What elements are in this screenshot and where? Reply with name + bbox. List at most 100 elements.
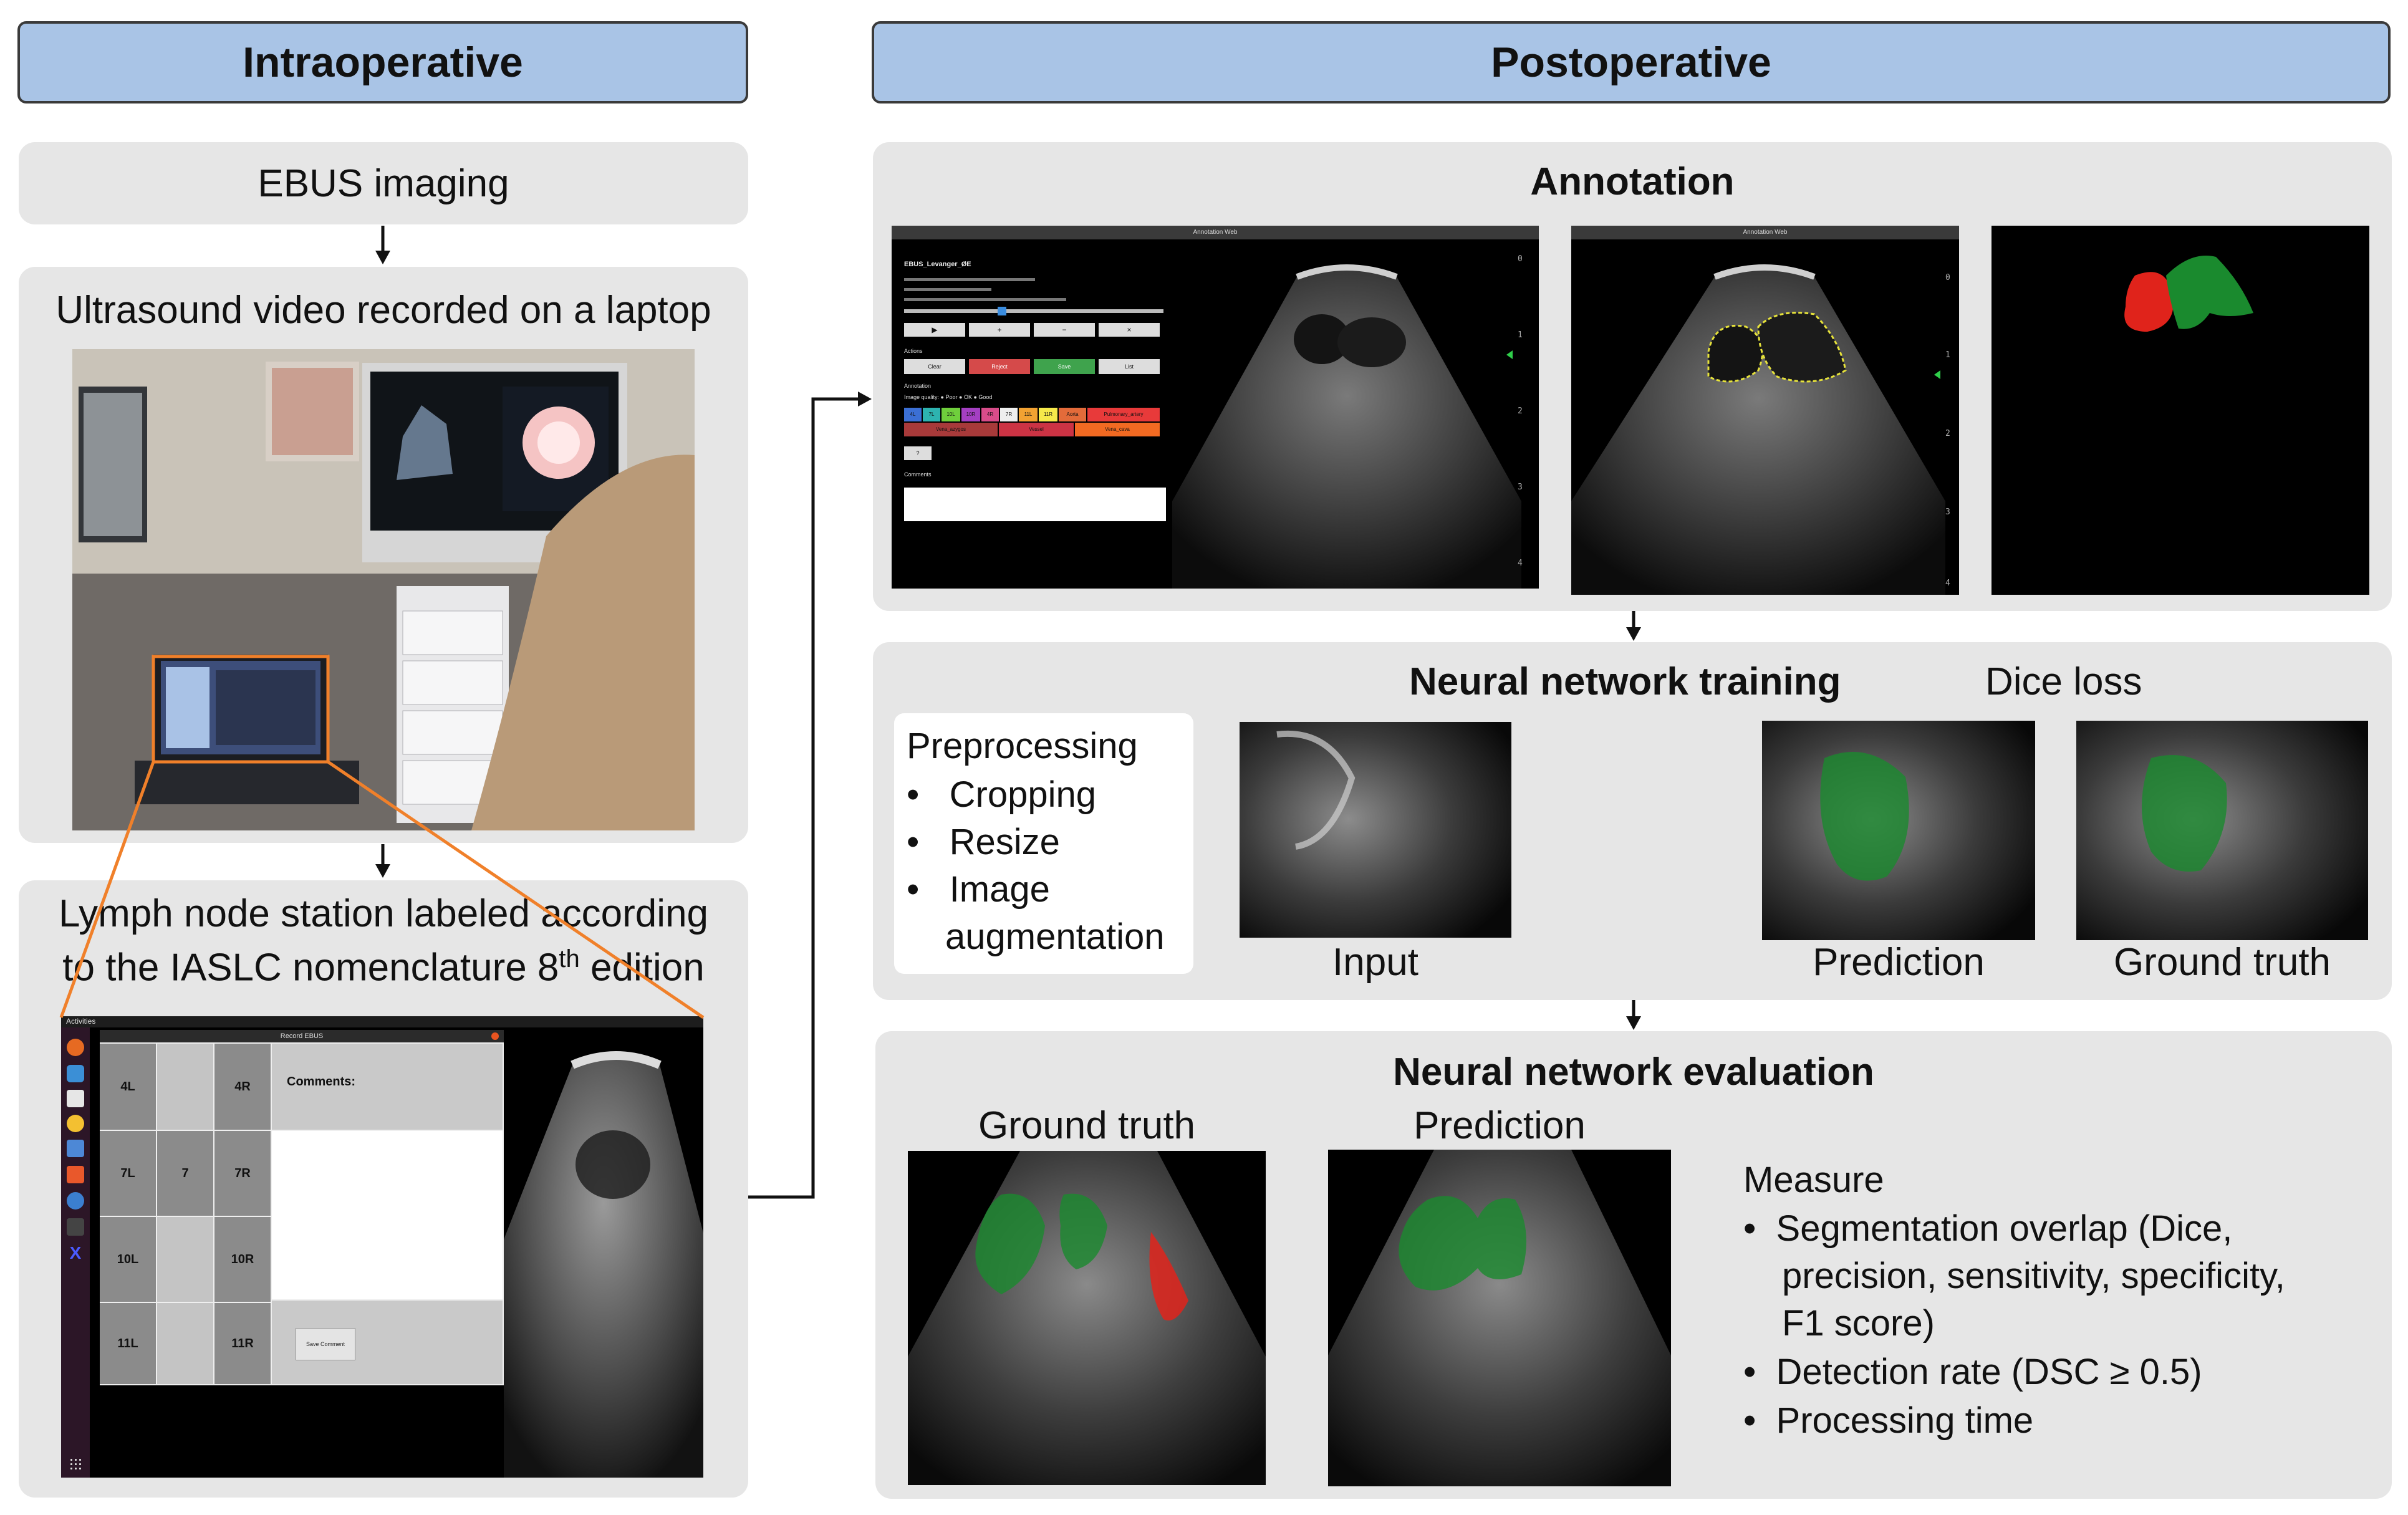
station-spacer-mid bbox=[157, 1217, 213, 1302]
station-label-4r: 4R bbox=[234, 1079, 251, 1094]
music-icon[interactable] bbox=[67, 1115, 84, 1132]
bullet: • bbox=[907, 774, 920, 815]
prev-button[interactable]: − bbox=[1034, 323, 1095, 337]
station-cell-4l[interactable]: 4L bbox=[100, 1044, 156, 1130]
comments-header: Comments: bbox=[272, 1044, 503, 1130]
save-comment-button[interactable]: Save Comment bbox=[296, 1328, 355, 1360]
actions-label: Actions bbox=[904, 348, 923, 354]
station-cell-7[interactable]: 7 bbox=[157, 1131, 213, 1216]
info-line-3 bbox=[904, 298, 1066, 301]
station-spacer-top bbox=[157, 1044, 213, 1130]
terminal-icon[interactable] bbox=[67, 1218, 84, 1236]
evaluation-ground-truth-image bbox=[908, 1151, 1266, 1485]
preprocessing-item-augmentation-text: Image bbox=[949, 869, 1050, 910]
comments-input[interactable] bbox=[904, 488, 1166, 521]
station-cell-11r[interactable]: 11R bbox=[214, 1303, 271, 1384]
preprocessing-item-resize-text: Resize bbox=[949, 822, 1060, 862]
software-icon[interactable] bbox=[67, 1166, 84, 1183]
class-button-vena-cava[interactable]: Vena_cava bbox=[1075, 423, 1160, 436]
class-button-11l[interactable]: 11L bbox=[1019, 408, 1038, 421]
reject-button[interactable]: Reject bbox=[969, 359, 1030, 374]
training-prediction-label: Prediction bbox=[1813, 941, 1985, 984]
class-label-11r: 11R bbox=[1043, 411, 1053, 417]
class-button-10l[interactable]: 10L bbox=[942, 408, 960, 421]
lymph-node-title-line2-sup: th bbox=[559, 945, 580, 973]
segmentation-mask bbox=[2124, 256, 2253, 332]
training-ground-truth-label: Ground truth bbox=[2113, 941, 2331, 984]
station-label-7r: 7R bbox=[234, 1166, 251, 1180]
frame-slider[interactable] bbox=[904, 309, 1163, 313]
frame-slider-handle[interactable] bbox=[998, 307, 1006, 315]
list-button[interactable]: List bbox=[1099, 359, 1160, 374]
save-button[interactable]: Save bbox=[1034, 359, 1095, 374]
app-grid-icon[interactable] bbox=[69, 1458, 82, 1470]
files-icon[interactable] bbox=[67, 1090, 84, 1107]
measure-item-detection-text: Detection rate (DSC ≥ 0.5) bbox=[1776, 1352, 2202, 1392]
class-button-pulmonary-artery[interactable]: Pulmonary_artery bbox=[1087, 408, 1160, 421]
class-button-aorta[interactable]: Aorta bbox=[1059, 408, 1086, 421]
station-cell-4r[interactable]: 4R bbox=[214, 1044, 271, 1130]
measure-item-overlap-text: Segmentation overlap (Dice, bbox=[1776, 1208, 2233, 1249]
station-cell-10r[interactable]: 10R bbox=[214, 1217, 271, 1302]
info-line-1 bbox=[904, 278, 1035, 281]
comments-textarea[interactable] bbox=[272, 1131, 503, 1299]
class-label-vena-cava: Vena_cava bbox=[1105, 426, 1130, 432]
training-ground-truth-ultrasound bbox=[2076, 721, 2368, 940]
evaluation-prediction-ultrasound bbox=[1328, 1150, 1671, 1486]
class-button-11r[interactable]: 11R bbox=[1039, 408, 1057, 421]
class-label-pulmonary-artery: Pulmonary_artery bbox=[1104, 411, 1144, 417]
class-button-4l[interactable]: 4L bbox=[904, 408, 922, 421]
station-cell-11l[interactable]: 11L bbox=[100, 1303, 156, 1384]
clear-button[interactable]: Clear bbox=[904, 359, 965, 374]
contour-depth-3: 3 bbox=[1945, 507, 1950, 517]
firefox-icon[interactable] bbox=[67, 1039, 84, 1056]
record-ebus-title: Record EBUS bbox=[280, 1032, 324, 1040]
station-cell-10l[interactable]: 10L bbox=[100, 1217, 156, 1302]
mail-icon[interactable] bbox=[67, 1065, 84, 1082]
help-button[interactable]: ? bbox=[904, 446, 932, 460]
class-button-7r[interactable]: 7R bbox=[1000, 408, 1018, 421]
help-icon[interactable] bbox=[67, 1192, 84, 1210]
class-button-10r[interactable]: 10R bbox=[961, 408, 980, 421]
play-button[interactable]: ▶ bbox=[904, 323, 965, 337]
bullet: • bbox=[1743, 1208, 1756, 1249]
x-app-icon[interactable]: X bbox=[67, 1244, 84, 1262]
class-button-7l[interactable]: 7L bbox=[923, 408, 940, 421]
preprocessing-item-augmentation-cont: augmentation bbox=[945, 916, 1165, 957]
station-label-11l: 11L bbox=[117, 1336, 138, 1350]
class-button-4r[interactable]: 4R bbox=[981, 408, 999, 421]
comments-label: Comments: bbox=[287, 1075, 356, 1089]
docs-icon[interactable] bbox=[67, 1140, 84, 1157]
measure-item-overlap-line3: F1 score) bbox=[1782, 1303, 1935, 1344]
next-button[interactable]: + bbox=[969, 323, 1030, 337]
quality-good-text: Good bbox=[978, 394, 993, 400]
save-label: Save bbox=[1057, 363, 1071, 370]
station-label-10l: 10L bbox=[117, 1252, 139, 1266]
annotation-web-title: Annotation Web bbox=[1193, 229, 1238, 236]
evaluation-ground-truth-ultrasound bbox=[908, 1151, 1266, 1485]
annotation-label: Annotation bbox=[904, 383, 932, 389]
annotation-web-screenshot: Annotation Web EBUS_Levanger_ØE ▶ + − × … bbox=[892, 226, 1539, 589]
quality-poor[interactable]: ● Poor bbox=[940, 394, 958, 400]
operating-room-photo bbox=[72, 349, 695, 830]
quality-ok[interactable]: ● OK bbox=[959, 394, 972, 400]
measure-item-overlap-line2: precision, sensitivity, specificity, bbox=[1782, 1256, 2285, 1296]
quality-ok-text: OK bbox=[963, 394, 972, 400]
stop-button[interactable]: × bbox=[1099, 323, 1160, 337]
preprocessing-item-resize: • Resize bbox=[907, 818, 1060, 866]
patient-name: EBUS_Levanger_ØE bbox=[904, 261, 971, 268]
class-button-vessel[interactable]: Vessel bbox=[999, 423, 1074, 436]
evaluation-title: Neural network evaluation bbox=[1393, 1051, 1874, 1094]
contour-image-title: Annotation Web bbox=[1743, 229, 1788, 236]
class-label-aorta: Aorta bbox=[1066, 411, 1079, 417]
training-ground-truth-image bbox=[2076, 721, 2368, 940]
clear-label: Clear bbox=[928, 363, 942, 370]
class-button-vena-azygos[interactable]: Vena_azygos bbox=[904, 423, 998, 436]
close-icon[interactable] bbox=[491, 1032, 499, 1040]
quality-good[interactable]: ● Good bbox=[973, 394, 993, 400]
station-cell-7r[interactable]: 7R bbox=[214, 1131, 271, 1216]
measure-item-overlap: • Segmentation overlap (Dice, bbox=[1743, 1205, 2232, 1253]
station-cell-7l[interactable]: 7L bbox=[100, 1131, 156, 1216]
labeling-app-topbar: Activities bbox=[61, 1016, 703, 1027]
preprocessing-card: Preprocessing • Cropping • Resize • Imag… bbox=[894, 713, 1193, 974]
